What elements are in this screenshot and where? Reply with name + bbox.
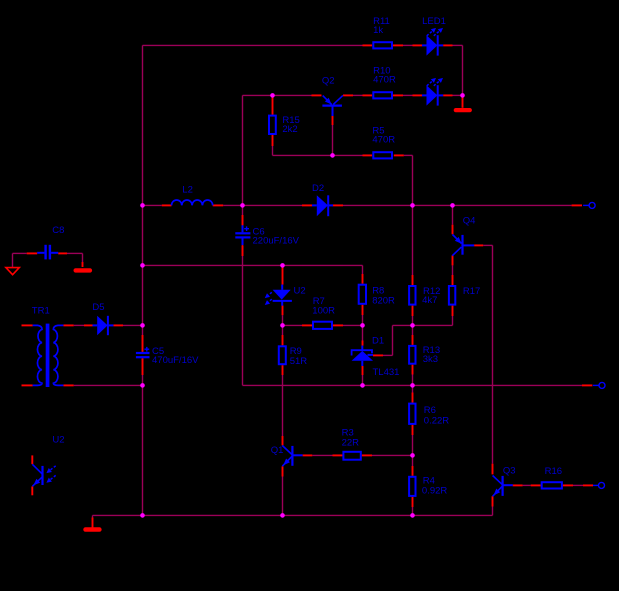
svg-text:51R: 51R bbox=[290, 356, 308, 367]
svg-text:820R: 820R bbox=[372, 296, 395, 307]
svg-text:R7: R7 bbox=[313, 296, 325, 307]
svg-text:2k2: 2k2 bbox=[282, 124, 297, 135]
svg-text:R5: R5 bbox=[372, 125, 384, 136]
svg-text:D5: D5 bbox=[92, 302, 104, 313]
svg-text:R15: R15 bbox=[282, 115, 299, 126]
svg-text:R11: R11 bbox=[373, 16, 390, 27]
svg-text:4k7: 4k7 bbox=[422, 295, 437, 306]
svg-text:TL431: TL431 bbox=[373, 367, 400, 378]
svg-text:R6: R6 bbox=[424, 405, 436, 416]
svg-text:220uF/16V: 220uF/16V bbox=[253, 235, 300, 246]
svg-text:LED1: LED1 bbox=[422, 16, 446, 27]
svg-text:L2: L2 bbox=[182, 185, 193, 196]
svg-text:Q1: Q1 bbox=[271, 445, 284, 456]
svg-text:3k3: 3k3 bbox=[423, 354, 438, 365]
svg-text:R9: R9 bbox=[290, 346, 302, 357]
svg-text:470R: 470R bbox=[372, 134, 395, 145]
svg-text:C8: C8 bbox=[52, 225, 64, 236]
svg-text:0.92R: 0.92R bbox=[422, 486, 447, 497]
svg-text:0.22R: 0.22R bbox=[424, 415, 449, 426]
svg-text:R10: R10 bbox=[373, 66, 390, 77]
svg-text:TR1: TR1 bbox=[32, 306, 50, 317]
svg-text:U2: U2 bbox=[52, 435, 64, 446]
svg-text:470R: 470R bbox=[373, 75, 396, 86]
svg-text:22R: 22R bbox=[342, 437, 360, 448]
svg-text:D1: D1 bbox=[372, 336, 384, 347]
svg-text:Q4: Q4 bbox=[463, 216, 476, 227]
svg-text:C6: C6 bbox=[253, 226, 265, 237]
svg-text:Q3: Q3 bbox=[503, 465, 516, 476]
svg-text:100R: 100R bbox=[312, 306, 335, 317]
svg-text:R8: R8 bbox=[372, 286, 384, 297]
svg-text:R12: R12 bbox=[423, 286, 440, 297]
svg-text:R4: R4 bbox=[423, 475, 435, 486]
svg-text:R3: R3 bbox=[342, 427, 354, 438]
svg-text:470uF/16V: 470uF/16V bbox=[152, 355, 199, 366]
svg-text:D2: D2 bbox=[312, 183, 324, 194]
svg-text:R17: R17 bbox=[463, 286, 480, 297]
svg-text:C5: C5 bbox=[152, 346, 164, 357]
svg-text:R13: R13 bbox=[423, 345, 440, 356]
svg-text:Q2: Q2 bbox=[322, 75, 335, 86]
svg-text:U2: U2 bbox=[294, 286, 306, 297]
svg-text:1k: 1k bbox=[373, 25, 383, 36]
svg-text:R16: R16 bbox=[545, 466, 562, 477]
